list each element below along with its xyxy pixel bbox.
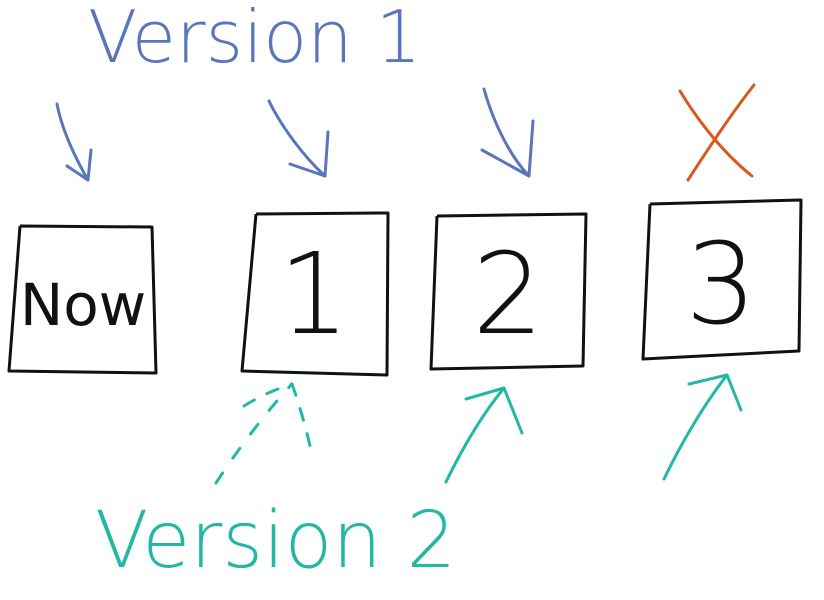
version-2-label: Version 2: [95, 496, 456, 586]
version-2-dashed-arrow-head-1: [242, 382, 312, 448]
version-2-arrows: [214, 373, 743, 485]
box-1: 1: [240, 211, 390, 377]
removed-x-stroke-1: [678, 89, 754, 178]
version-1-arrows: [55, 87, 535, 182]
removed-x-mark: X: [0, 0, 756, 182]
box-1-outline: [240, 211, 390, 377]
version-1-arrow-now: [55, 102, 93, 182]
removed-x-stroke-2: [686, 83, 756, 182]
version-1-label: Version 1: [88, 0, 421, 79]
box-now-outline: [7, 224, 158, 375]
box-label-2: 2: [472, 230, 543, 360]
box-label-3: 3: [685, 220, 756, 350]
box-3: 3: [641, 198, 803, 361]
version-2-dashed-arrow-1: [214, 382, 294, 485]
version-1-arrow-1: [267, 99, 330, 178]
box-3-outline: [641, 198, 803, 361]
version-1-arrow-2: [480, 87, 535, 178]
version-2-arrow-3: [662, 373, 743, 481]
box-2: 2: [429, 212, 588, 371]
version-2-arrow-2: [444, 386, 524, 484]
box-label-now: Now: [20, 271, 146, 339]
box-label-1: 1: [278, 230, 349, 360]
removed-mark-text: X: [0, 0, 1, 1]
box-2-outline: [429, 212, 588, 371]
box-now: Now: [7, 224, 158, 375]
